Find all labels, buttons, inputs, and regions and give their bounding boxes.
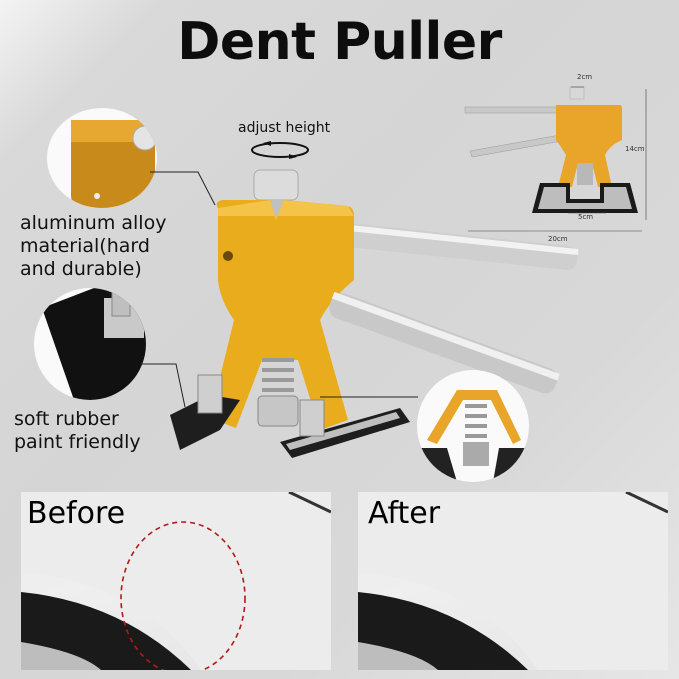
material-callout-line	[150, 171, 216, 206]
after-photo: After	[358, 492, 668, 670]
rubber-label: soft rubber paint friendly	[14, 408, 141, 453]
dimension-top-width: 2cm	[577, 73, 593, 81]
before-label: Before	[27, 496, 126, 531]
after-fender-graphic	[358, 492, 668, 670]
rubber-pad-graphic	[42, 288, 146, 400]
before-fender-graphic	[21, 492, 331, 670]
rubber-callout-line	[140, 363, 186, 408]
dimension-height: 14cm	[625, 145, 645, 153]
spring-closeup-graphic	[417, 390, 529, 482]
adjust-height-label: adjust height	[238, 120, 331, 136]
dimension-diagram: 2cm 14cm 5cm 20cm	[460, 73, 679, 250]
material-label: aluminum alloy material(hard and durable…	[20, 212, 167, 280]
pad-closeup-image	[417, 370, 529, 482]
dimension-total-length: 20cm	[548, 235, 568, 243]
pad-callout-line	[320, 396, 418, 398]
rotate-arrow-icon	[251, 141, 309, 159]
dimension-diagram-graphic	[464, 86, 647, 232]
page-title: Dent Puller	[177, 12, 502, 72]
aluminum-block-graphic	[71, 120, 157, 208]
dimension-base-width: 5cm	[578, 213, 594, 221]
rubber-closeup-image	[34, 288, 146, 400]
material-closeup-image	[47, 108, 157, 208]
before-photo: Before	[21, 492, 331, 670]
after-label: After	[368, 496, 441, 531]
dent-puller-product-image	[170, 169, 579, 458]
